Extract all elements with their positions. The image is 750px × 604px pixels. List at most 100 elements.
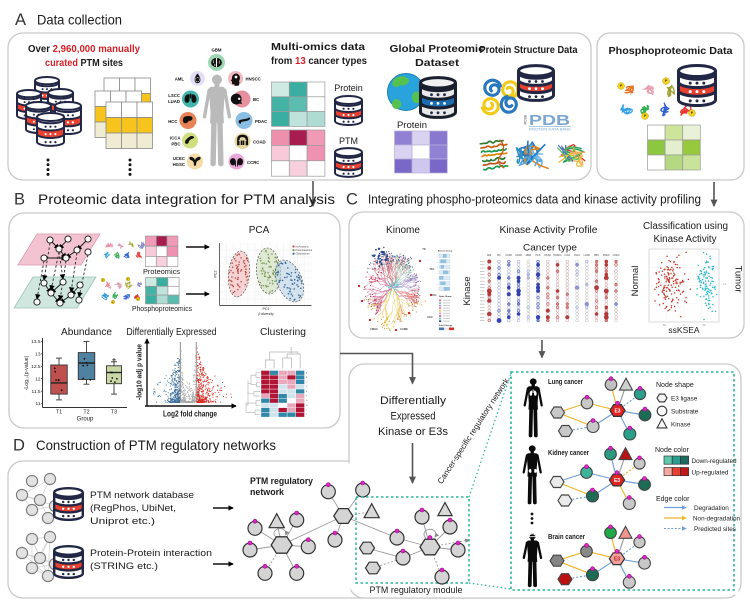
svg-text:Differentially Expressed: Differentially Expressed <box>127 327 217 338</box>
svg-text:13.5: 13.5 <box>31 339 41 345</box>
svg-text:LUAD: LUAD <box>584 254 591 257</box>
svg-text:E3: E3 <box>614 478 620 484</box>
svg-text:-50: -50 <box>662 324 666 327</box>
svg-text:RCSB: RCSB <box>524 114 528 124</box>
svg-text:PTM regulatory module: PTM regulatory module <box>370 585 463 595</box>
svg-text:Clustering: Clustering <box>260 327 306 338</box>
svg-text:=: = <box>290 368 292 370</box>
svg-text:HCC: HCC <box>535 254 540 257</box>
svg-text:Brain cancer: Brain cancer <box>548 532 585 541</box>
svg-text:HGSC: HGSC <box>173 162 185 167</box>
svg-text:UCEC: UCEC <box>173 156 185 161</box>
svg-text:Differentially: Differentially <box>380 395 447 407</box>
svg-text:Multi-omics data: Multi-omics data <box>271 41 365 53</box>
svg-text:—: — <box>436 267 438 269</box>
svg-text:Protein: Protein <box>334 83 363 93</box>
svg-text:P: P <box>644 114 647 118</box>
svg-text:PDAC: PDAC <box>603 254 610 257</box>
svg-text:Protein-Protein interaction: Protein-Protein interaction <box>90 548 212 558</box>
svg-text:AML: AML <box>175 77 185 82</box>
svg-text:=: = <box>273 368 275 370</box>
svg-text:P: P <box>620 84 623 88</box>
svg-text:Phosphoproteomic Data: Phosphoproteomic Data <box>609 45 733 57</box>
svg-text:P: P <box>137 299 139 301</box>
svg-text:Protein Structure Data: Protein Structure Data <box>480 44 578 56</box>
svg-text:ICCA: ICCA <box>170 136 181 141</box>
svg-text:12: 12 <box>35 376 41 382</box>
svg-text:Abundance: Abundance <box>61 327 112 338</box>
svg-text:—: — <box>436 272 438 274</box>
svg-text:Node Shape: Node Shape <box>439 296 452 298</box>
svg-text:I: I <box>306 409 307 411</box>
svg-text:=: = <box>264 368 266 370</box>
svg-text:Kidney cancer: Kidney cancer <box>548 448 589 457</box>
svg-text:LSCC: LSCC <box>168 93 180 98</box>
svg-text:curated PTM sites: curated PTM sites <box>45 57 123 69</box>
svg-text:Kinase Activity: Kinase Activity <box>654 234 717 245</box>
svg-text:PDB: PDB <box>529 112 570 129</box>
svg-text:Cancer type: Cancer type <box>523 243 577 254</box>
svg-text:Protein: Protein <box>397 120 427 131</box>
svg-text:PTM: PTM <box>339 136 358 146</box>
svg-text:E3: E3 <box>614 557 620 563</box>
svg-text:Node color: Node color <box>655 447 690 454</box>
svg-text:Edge color: Edge color <box>656 496 690 503</box>
svg-text:PCA: PCA <box>249 225 270 236</box>
svg-text:T1: T1 <box>56 410 62 416</box>
svg-text:CMGC: CMGC <box>370 327 378 331</box>
svg-text:Group: Group <box>77 417 94 423</box>
svg-text:COAD: COAD <box>515 254 522 257</box>
svg-text:PDAC: PDAC <box>255 119 267 124</box>
svg-text:BC: BC <box>253 97 259 102</box>
svg-text:Tumor: Tumor <box>733 265 744 292</box>
svg-text:Uniprot etc.): Uniprot etc.) <box>90 516 155 526</box>
svg-text:H: H <box>306 405 308 407</box>
svg-text:E: E <box>306 391 308 393</box>
svg-text:E3 ligase: E3 ligase <box>671 396 698 403</box>
svg-text:Predicted sites: Predicted sites <box>694 526 736 533</box>
svg-text:Up-regulated: Up-regulated <box>692 470 729 477</box>
svg-text:PBC: PBC <box>594 254 599 257</box>
svg-text:11.5: 11.5 <box>32 389 41 395</box>
svg-text:Degradation: Degradation <box>694 505 729 512</box>
svg-text:Data collection: Data collection <box>37 12 122 28</box>
svg-text:P: P <box>127 279 129 281</box>
svg-text:Global Proteomic: Global Proteomic <box>390 43 485 55</box>
svg-text:-log10 adj p value: -log10 adj p value <box>135 344 144 400</box>
svg-text:BC: BC <box>497 254 501 257</box>
svg-text:P: P <box>665 79 668 83</box>
svg-text:13: 13 <box>35 351 41 357</box>
svg-text:Log2 fold change: Log2 fold change <box>163 410 217 419</box>
svg-text:Kinase: Kinase <box>671 422 691 429</box>
svg-text:GBM: GBM <box>526 254 531 257</box>
svg-text:E3: E3 <box>614 409 620 415</box>
svg-text:—: — <box>436 283 438 285</box>
svg-text:T3: T3 <box>111 410 117 416</box>
svg-text:Kinase: Kinase <box>462 276 473 305</box>
svg-text:Kinome: Kinome <box>386 225 420 236</box>
svg-text:CCRC: CCRC <box>247 160 259 165</box>
svg-text:PC2: PC2 <box>214 271 218 278</box>
svg-text:PROTEIN DATA BANK: PROTEIN DATA BANK <box>529 128 572 132</box>
svg-text:Normal: Normal <box>630 266 641 297</box>
svg-text:Lung cancer: Lung cancer <box>548 377 583 386</box>
svg-text:-Log₁₀(p-value): -Log₁₀(p-value) <box>24 355 30 390</box>
svg-text:TK: TK <box>422 247 426 251</box>
svg-text:Node shape: Node shape <box>656 382 694 389</box>
svg-text:Construction of PTM regulatory: Construction of PTM regulatory networks <box>36 437 276 453</box>
svg-text:PBC: PBC <box>171 142 180 147</box>
svg-text:P: P <box>691 111 694 115</box>
svg-text:=: = <box>282 368 284 370</box>
svg-text:—: — <box>436 278 438 280</box>
svg-text:J: J <box>306 414 307 416</box>
svg-text:Proteomic data integration for: Proteomic data integration for PTM analy… <box>38 191 335 207</box>
svg-text:AGC: AGC <box>427 315 433 319</box>
svg-text:0: 0 <box>683 324 685 327</box>
svg-text:Dataset: Dataset <box>415 57 460 69</box>
svg-text:Over 2,960,000 manually: Over 2,960,000 manually <box>28 43 140 55</box>
svg-text:UCEC: UCEC <box>613 254 620 257</box>
svg-text:D: D <box>306 386 308 388</box>
svg-text:PTM network database: PTM network database <box>90 490 194 500</box>
svg-text:COAD: COAD <box>253 140 266 145</box>
svg-text:LSCC: LSCC <box>574 254 581 257</box>
